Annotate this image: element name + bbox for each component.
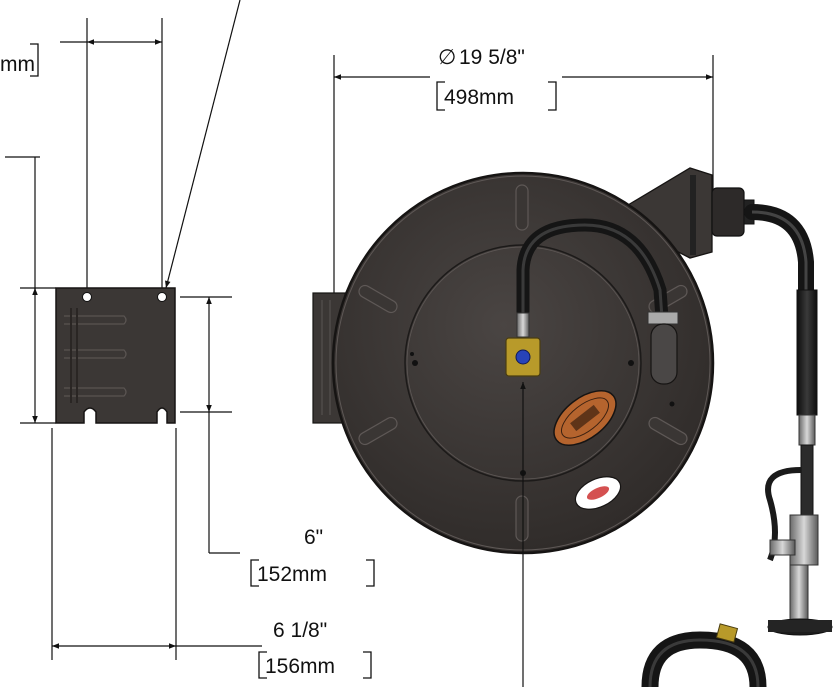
partial-mm-label: mm [0,53,35,76]
hose-and-spray-valve [744,204,833,636]
bracket-width-mm-label: 156mm [265,655,335,678]
reel-diameter-in-label: 19 5/8" [459,46,525,69]
mounting-bracket-plate [55,287,176,424]
diameter-symbol: ∅ [438,46,456,69]
bracket-width-dimension: 6 1/8" 156mm [51,428,372,679]
hole-spacing-dimension: 6" 152mm [180,296,375,587]
hole-leader-line [165,0,241,289]
hole-spacing-mm-label: 152mm [257,563,327,586]
coiled-hose [641,623,767,687]
bracket-hole-left [82,292,92,302]
hose-end-cap [650,323,678,385]
bracket-width-in-label: 6 1/8" [273,619,327,642]
bracket-hole-right [157,292,167,302]
hose-reel [312,167,755,555]
warning-label [574,476,622,510]
swivel-fitting [711,187,745,237]
left-partial-dimension: mm [0,18,163,290]
left-vertical-dimension [5,156,56,424]
reel-diameter-mm-label: 498mm [444,86,514,109]
reel-diameter-dimension: ∅ 19 5/8" 498mm [333,46,714,300]
logo-badge [553,390,617,446]
hole-spacing-in-label: 6" [304,526,323,549]
